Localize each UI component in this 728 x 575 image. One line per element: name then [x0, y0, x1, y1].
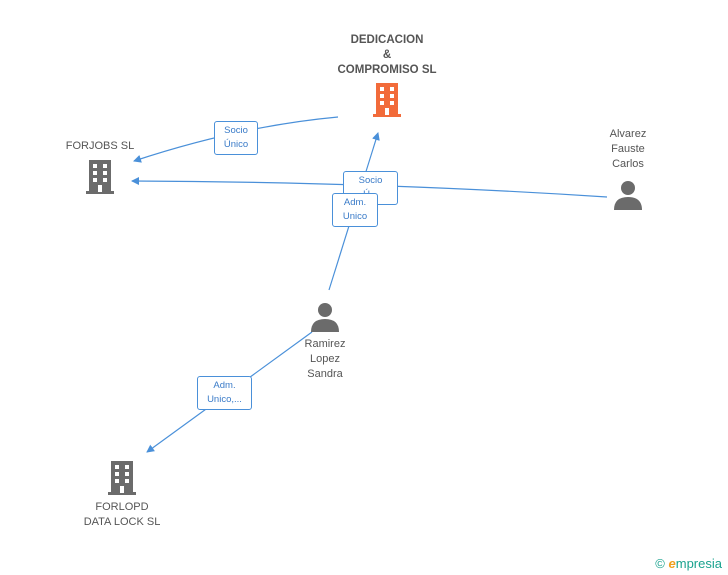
- node-label: DEDICACION & COMPROMISO SL: [337, 34, 437, 76]
- node-label: Alvarez Fauste Carlos: [609, 128, 647, 170]
- building-icon: [373, 83, 401, 117]
- brand-logo-initial: e: [668, 556, 676, 571]
- edge-label-adm-unico[interactable]: Adm. Unico: [332, 193, 378, 227]
- node-forlopd[interactable]: FORLOPD DATA LOCK SL: [66, 460, 178, 530]
- person-icon: [614, 181, 642, 210]
- node-alvarez[interactable]: Alvarez Fauste Carlos: [592, 127, 664, 211]
- edge-label-adm-unico-truncated[interactable]: Adm. Unico,...: [197, 376, 252, 410]
- brand-logo-text: mpresia: [675, 556, 722, 571]
- node-dedicacion[interactable]: DEDICACION & COMPROMISO SL: [322, 33, 452, 118]
- node-label: Ramirez Lopez Sandra: [304, 338, 346, 380]
- building-icon: [86, 160, 114, 194]
- node-forjobs[interactable]: FORJOBS SL: [52, 139, 148, 195]
- building-icon: [108, 461, 136, 495]
- copyright-icon: ©: [655, 556, 665, 571]
- node-label: FORLOPD DATA LOCK SL: [83, 501, 161, 528]
- node-label: FORJOBS SL: [65, 140, 135, 152]
- edge-label-socio-unico[interactable]: Socio Único: [214, 121, 258, 155]
- node-ramirez[interactable]: Ramirez Lopez Sandra: [288, 301, 362, 382]
- brand-footer[interactable]: © empresia: [655, 556, 722, 571]
- person-icon: [311, 303, 339, 332]
